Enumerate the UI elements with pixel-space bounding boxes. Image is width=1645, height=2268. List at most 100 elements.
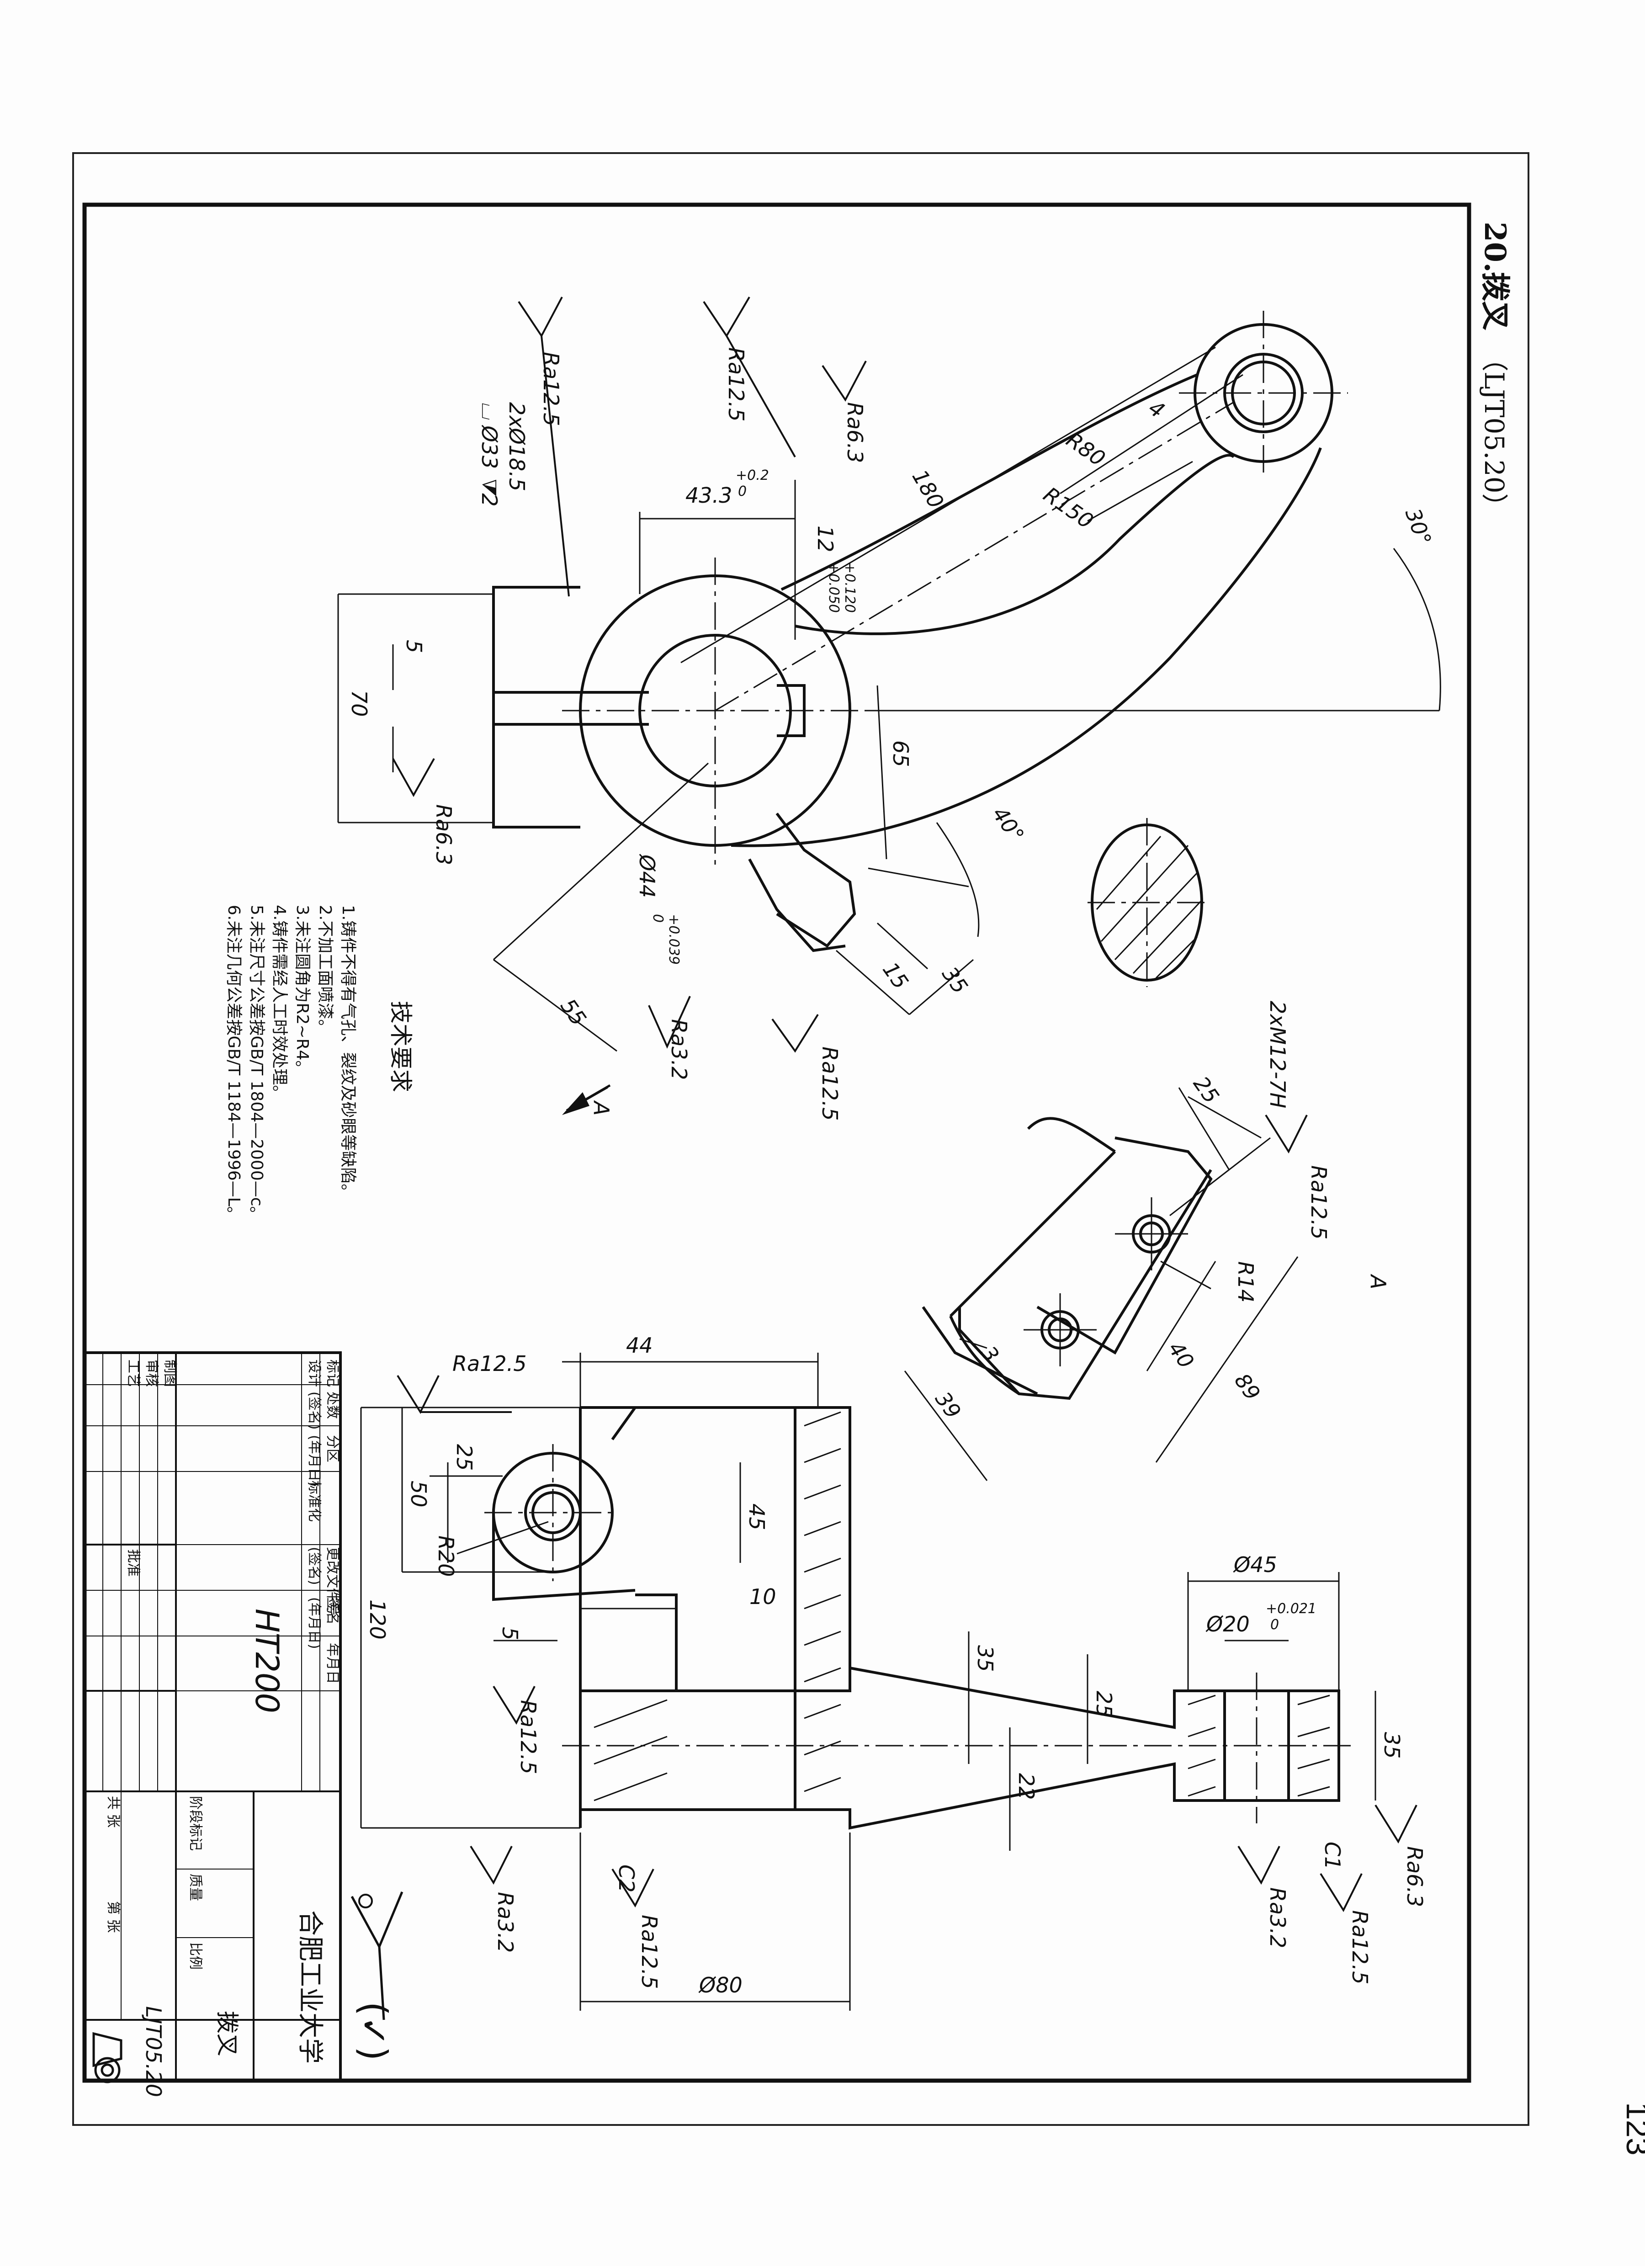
- tb-sign-0: (签名): [306, 1392, 322, 1429]
- dimension-label: +0.021: [1266, 1601, 1316, 1617]
- dimension-label: Ra12.5: [1348, 1910, 1372, 1985]
- tech-title: 技术要求: [387, 1001, 414, 1092]
- dimension-label: 44: [626, 1333, 653, 1358]
- dimension-label: 40°: [987, 802, 1029, 847]
- dimension-label: 10: [749, 1584, 776, 1609]
- dimension-label: Ra3.2: [493, 1892, 518, 1953]
- tb-material: HT200: [248, 1609, 286, 1713]
- dimension-label: C1: [1320, 1842, 1345, 1870]
- tech-item-3: 3.未注圆角为R2~R4。: [293, 905, 312, 1077]
- tb-sign-2: 标准化: [306, 1481, 322, 1522]
- dimension-label: Ra12.5: [817, 1046, 842, 1121]
- section-roughness: [397, 1375, 1417, 1912]
- main-view: [492, 323, 1333, 982]
- dimension-label: 120: [365, 1599, 390, 1640]
- inner-frame: [82, 202, 1471, 2083]
- dimension-label: +0.039: [666, 914, 682, 965]
- dimension-label: 50: [406, 1481, 431, 1508]
- dimension-label: 35: [973, 1645, 998, 1672]
- dimension-label: 65: [888, 740, 913, 767]
- dimension-label: 4: [1144, 395, 1169, 423]
- dimension-label: 0: [738, 483, 747, 499]
- dimension-label: 12: [813, 526, 838, 552]
- tb-row-3: 审核: [143, 1360, 159, 1387]
- tech-item-5: 5.未注尺寸公差按GB/T 1804—2000—c。: [247, 905, 266, 1223]
- tb-row-4: 工艺: [125, 1360, 141, 1387]
- roughness-note: (✓): [350, 1891, 403, 2061]
- tb-col-0: 处数: [324, 1392, 340, 1419]
- projection-circle: [101, 2063, 114, 2077]
- tb-sheet: 第 张: [105, 1901, 121, 1933]
- rib-hatch: [1096, 836, 1203, 979]
- dimension-label: 15: [878, 957, 913, 993]
- dimension-label: 43.3: [685, 483, 732, 508]
- dimension-label: 89: [1230, 1369, 1265, 1405]
- dimension-label: 2xM12-7H: [1265, 1001, 1290, 1108]
- header-name: 拨叉: [1478, 272, 1512, 330]
- dimension-label: Ø80: [698, 1973, 743, 1997]
- header-code: （LJT05.20）: [1479, 345, 1510, 520]
- dimension-label: 40: [1163, 1337, 1199, 1373]
- dimension-label: 35: [937, 962, 973, 998]
- tech-item-1: 1.铸件不得有气孔、裂纹及砂眼等缺陷。: [339, 905, 357, 1200]
- view-a-arrow: A: [562, 1084, 614, 1115]
- tech-item-6: 6.未注几何公差按GB/T 1184—1996—L。: [224, 905, 243, 1223]
- dimension-label: 30°: [1401, 505, 1437, 548]
- section-hatch: [594, 1411, 1330, 1801]
- dimension-label: Ra3.2: [1265, 1887, 1290, 1948]
- dimension-label: C2: [614, 1864, 639, 1892]
- dimension-label: 22: [1014, 1773, 1039, 1800]
- tb-drawing-no: LJT05.20: [141, 2006, 166, 2097]
- dimension-label: ⌴ Ø33 ⧩2: [477, 402, 502, 507]
- dimension-label: R14: [1233, 1261, 1258, 1303]
- tech-item-4: 4.铸件需经人工时效处理。: [270, 905, 289, 1101]
- tb-part-name: 拨叉: [214, 2011, 240, 2056]
- main-centerlines: [562, 311, 1348, 987]
- dimension-label: Ra12.5: [516, 1700, 541, 1774]
- header-number: 20.: [1478, 222, 1512, 272]
- dimension-label: 25: [452, 1444, 477, 1471]
- tb-sign-4: (年月日): [306, 1597, 322, 1649]
- tb-col-1: 分区: [324, 1435, 340, 1462]
- projection-circles: [94, 2057, 121, 2083]
- view-a-text: A 2xM12-7H 25 Ra12.5 R14 40 89 39 3: [930, 1001, 1390, 1423]
- dimension-label: Ø44: [635, 854, 659, 898]
- tb-col-3: 签名: [324, 1597, 340, 1625]
- dimension-label: Ra12.5: [539, 352, 563, 426]
- dimension-label: (✓): [352, 2002, 395, 2061]
- tb-row-0: 标记: [324, 1360, 340, 1387]
- tb-col-4: 年月日: [324, 1643, 340, 1684]
- tb-scale: 比例: [187, 1942, 203, 1970]
- dimension-label: 25: [1092, 1691, 1116, 1718]
- dimension-label: R150: [1039, 482, 1098, 534]
- dimension-label: 45: [744, 1503, 769, 1530]
- dimension-label: Ø20: [1205, 1612, 1250, 1636]
- tb-row-2: 制图: [162, 1360, 178, 1387]
- title-block-text: 合肥工业大学 HT200 拨叉 LJT05.20 标记 设计 制图 审核 工艺 …: [105, 1360, 340, 2097]
- dimension-label: Ø45: [1233, 1552, 1277, 1577]
- dimension-label: 5: [498, 1627, 522, 1640]
- tb-sheets: 共 张: [105, 1796, 121, 1828]
- section-centerlines: [484, 1444, 1357, 1823]
- dimension-label: +0.050: [826, 562, 842, 613]
- dimension-label: 5: [402, 640, 426, 653]
- dimension-label: Ra6.3: [1402, 1846, 1427, 1907]
- view-a-roughness: [1265, 1114, 1308, 1154]
- dimension-label: +0.120: [842, 562, 858, 613]
- tb-mass: 质量: [187, 1874, 203, 1901]
- page-number: 123: [1620, 2102, 1645, 2156]
- dimension-label: Ra12.5: [452, 1351, 527, 1376]
- tech-item-2: 2.不加工面喷漆。: [316, 905, 334, 1036]
- title-block: [83, 1351, 342, 2082]
- tb-approve: 批准: [125, 1549, 141, 1577]
- section-dimlines: [360, 1353, 1376, 2011]
- dimension-label: 0: [650, 914, 666, 923]
- tb-sign-1: (年月日): [306, 1435, 322, 1487]
- dimension-label: A: [589, 1100, 614, 1115]
- main-roughness: [392, 296, 867, 1053]
- dimension-label: Ra3.2: [667, 1019, 691, 1080]
- tb-school: 合肥工业大学: [295, 1910, 325, 2064]
- dimension-label: Ra12.5: [1306, 1165, 1331, 1240]
- tb-col-2: 更改文件号: [324, 1547, 340, 1615]
